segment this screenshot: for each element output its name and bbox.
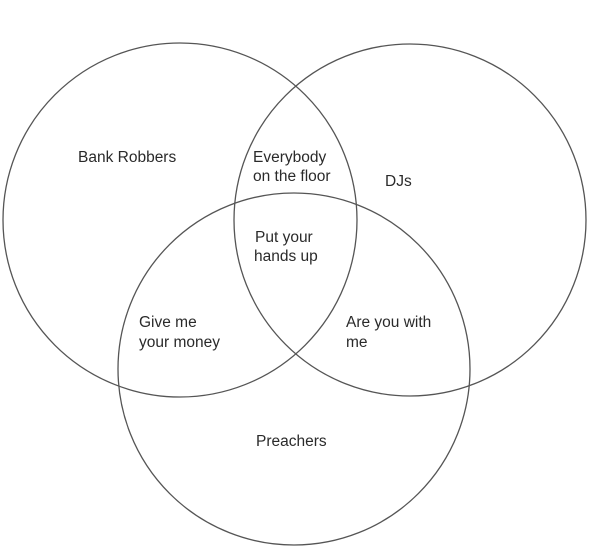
bank-robbers-preachers-label-line-1: Give me	[139, 314, 197, 331]
djs-label: DJs	[385, 173, 412, 190]
preachers-circle	[117, 192, 471, 546]
bank-robbers-preachers-label-line-2: your money	[139, 334, 220, 351]
bank-robbers-djs-label-line-1: Everybody	[253, 149, 326, 166]
preachers-label: Preachers	[256, 433, 327, 450]
djs-preachers-label-line-2: me	[346, 334, 368, 351]
djs-preachers-label-line-1: Are you with	[346, 314, 431, 331]
bank-robbers-circle	[2, 42, 358, 398]
bank-robbers-djs-label-line-2: on the floor	[253, 168, 331, 185]
all-three-label-line-1: Put your	[255, 229, 313, 246]
bank-robbers-label: Bank Robbers	[78, 149, 176, 166]
all-three-label-line-2: hands up	[254, 248, 318, 265]
djs-circle	[233, 43, 587, 397]
